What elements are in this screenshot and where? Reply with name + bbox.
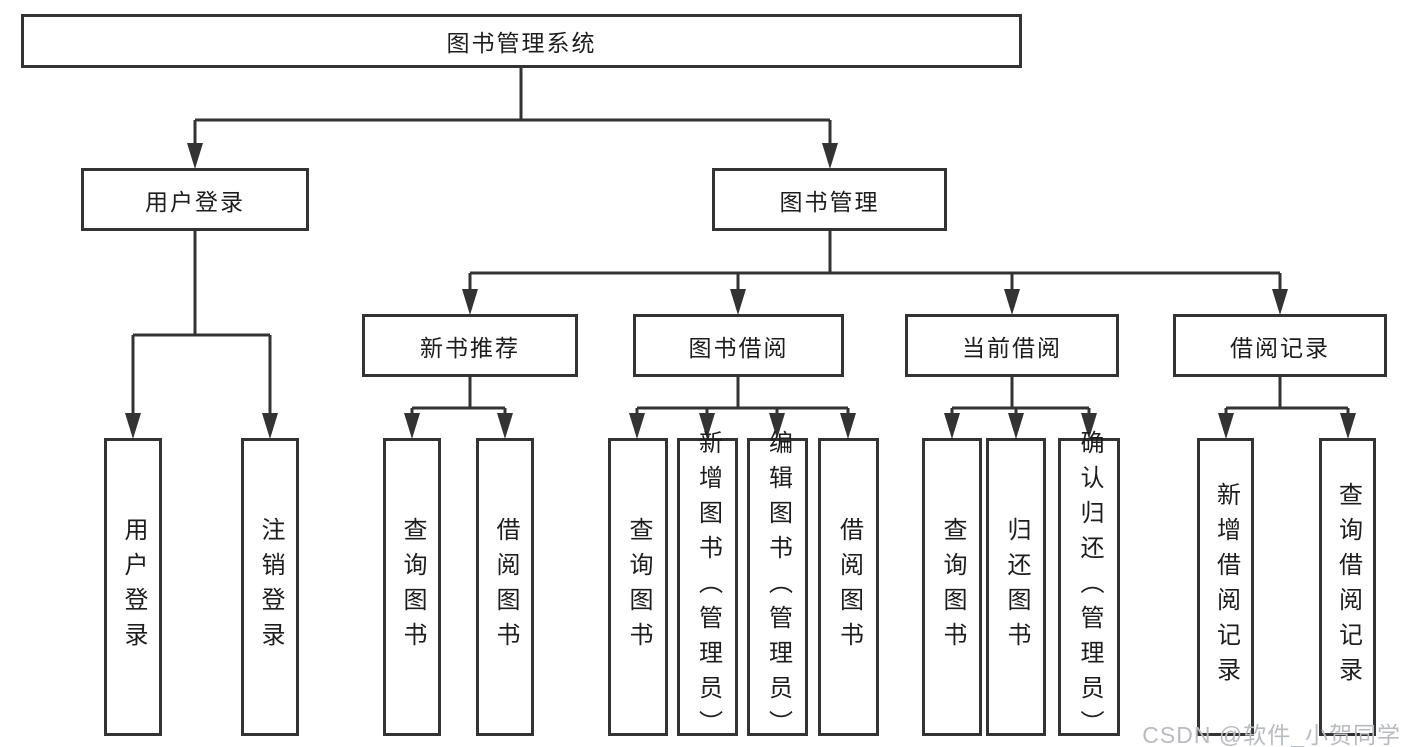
node-current-borrowing-label: 当前借阅 (962, 334, 1062, 361)
node-leaf-edit-books-admin: 编辑图书（管理员） (747, 430, 808, 745)
node-leaf-user-login: 用户登录 (104, 438, 162, 736)
node-leaf-query-books-recommend: 查询图书 (383, 438, 441, 736)
node-leaf-query-borrow-record: 查询借阅记录 (1319, 438, 1376, 736)
node-leaf-add-books-admin: 新增图书（管理员） (677, 430, 738, 745)
watermark: CSDN @软件_小贺同学 (1142, 722, 1401, 747)
node-leaf-add-borrow-record: 新增借阅记录 (1197, 438, 1254, 736)
node-book-management-label: 图书管理 (779, 188, 880, 215)
node-leaf-borrow-books-borrowing: 借阅图书 (818, 438, 879, 736)
node-leaf-query-books-borrowing: 查询图书 (608, 438, 668, 736)
node-user-login-label: 用户登录 (145, 188, 245, 215)
node-new-book-recommend: 新书推荐 (362, 314, 578, 377)
node-leaf-logout: 注销登录 (241, 438, 299, 736)
node-root: 图书管理系统 (21, 14, 1022, 68)
node-leaf-query-books-current: 查询图书 (922, 438, 982, 736)
node-leaf-confirm-return-admin: 确认归还（管理员） (1058, 430, 1120, 745)
node-leaf-borrow-books-recommend: 借阅图书 (476, 438, 534, 736)
node-book-borrowing: 图书借阅 (633, 314, 844, 377)
node-borrowing-records-label: 借阅记录 (1230, 334, 1330, 361)
node-root-label: 图书管理系统 (446, 30, 597, 56)
node-book-borrowing-label: 图书借阅 (688, 334, 789, 361)
node-current-borrowing: 当前借阅 (905, 314, 1119, 377)
node-borrowing-records: 借阅记录 (1173, 314, 1387, 377)
arrowheads (125, 143, 1356, 439)
node-book-management: 图书管理 (712, 168, 947, 231)
node-leaf-return-books: 归还图书 (986, 438, 1046, 736)
node-new-book-recommend-label: 新书推荐 (420, 334, 520, 361)
node-user-login: 用户登录 (81, 168, 309, 231)
